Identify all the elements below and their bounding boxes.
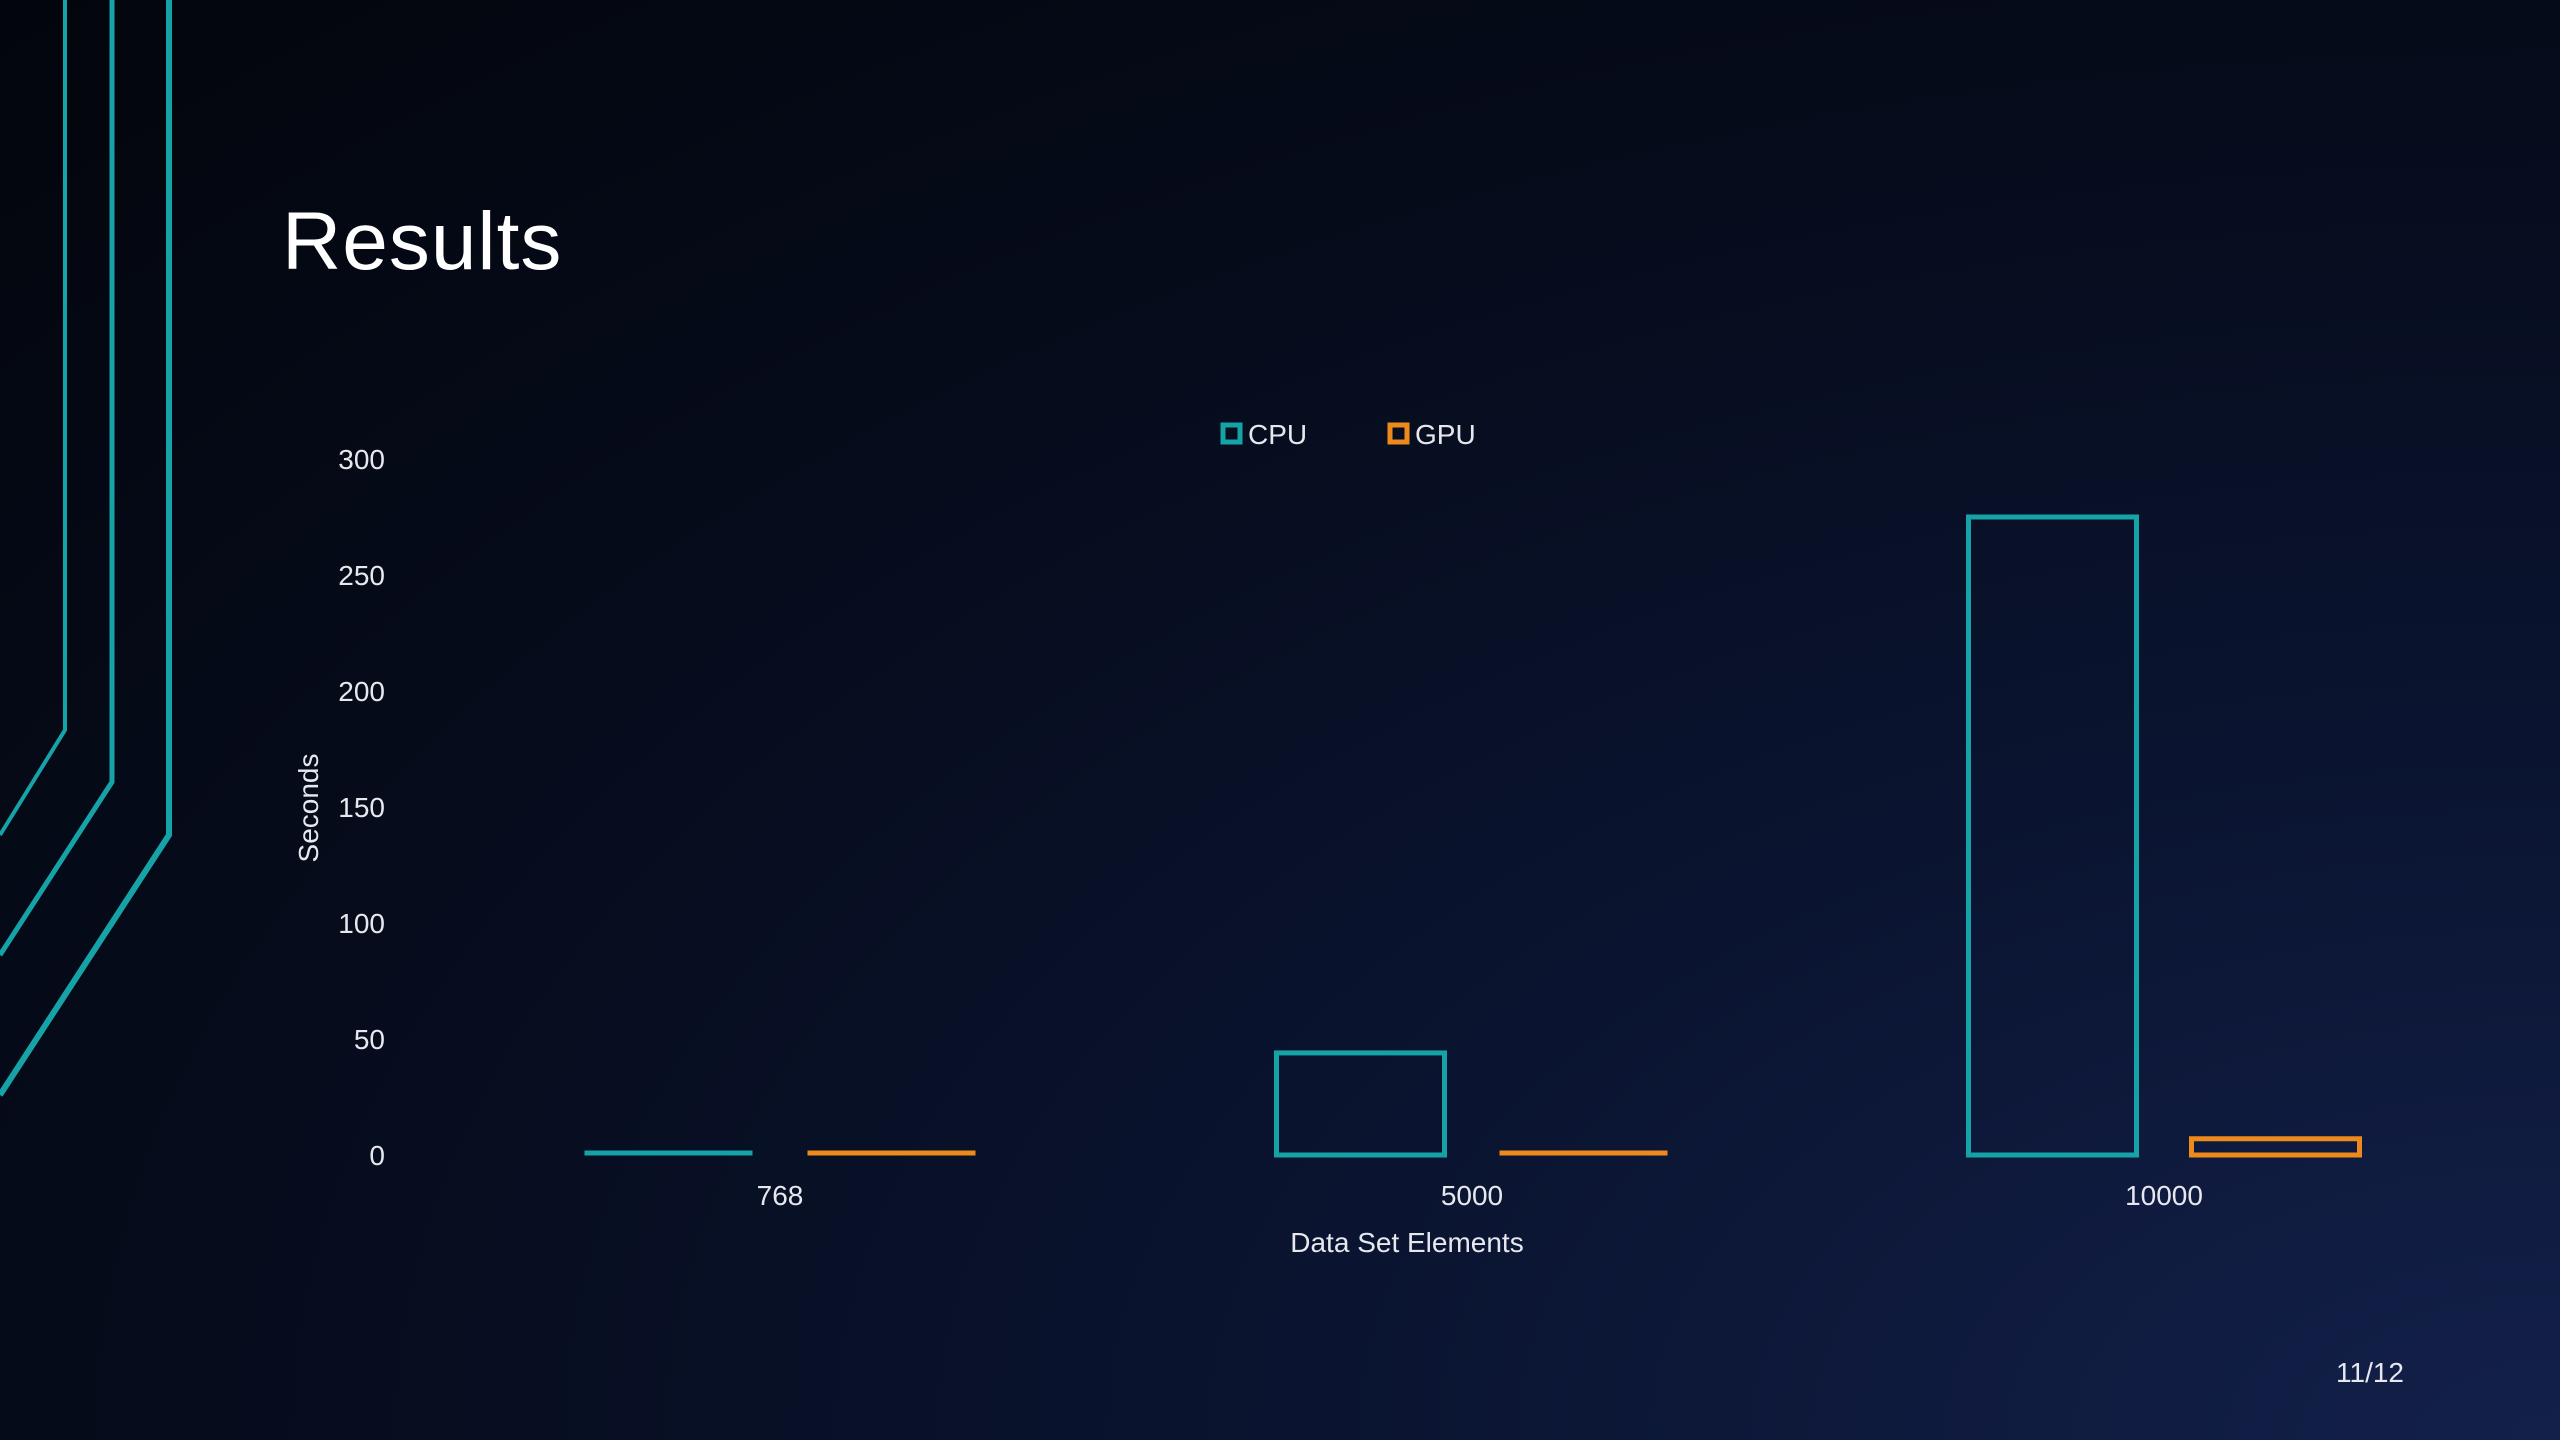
x-tick-label: 5000: [1441, 1180, 1503, 1211]
y-axis-ticks: 0 50 100 150 200 250 300: [338, 444, 385, 1171]
x-axis-ticks: 768 5000 10000: [757, 1180, 2203, 1211]
y-tick-label: 150: [338, 792, 385, 823]
y-tick-label: 300: [338, 444, 385, 475]
legend-swatch-gpu: [1387, 422, 1410, 445]
legend-swatch-cpu: [1220, 422, 1243, 445]
x-tick-label: 10000: [2125, 1180, 2203, 1211]
y-tick-label: 200: [338, 676, 385, 707]
bar-gpu-10000: [2189, 1136, 2362, 1158]
x-tick-label: 768: [757, 1180, 804, 1211]
bar-cpu-10000: [1966, 514, 2139, 1158]
bars: [584, 514, 2362, 1158]
y-tick-label: 250: [338, 560, 385, 591]
y-tick-label: 100: [338, 908, 385, 939]
bar-cpu-5000: [1274, 1050, 1447, 1158]
decorative-accent-lines: [0, 0, 172, 1097]
x-axis-label: Data Set Elements: [1290, 1227, 1523, 1258]
slide-title: Results: [282, 196, 563, 287]
y-axis-label: Seconds: [293, 754, 324, 863]
legend: CPU GPU: [1220, 419, 1476, 450]
legend-label-cpu: CPU: [1248, 419, 1307, 450]
y-tick-label: 50: [354, 1024, 385, 1055]
page-number: 11/12: [2336, 1357, 2404, 1388]
legend-label-gpu: GPU: [1415, 419, 1476, 450]
y-tick-label: 0: [369, 1140, 385, 1171]
